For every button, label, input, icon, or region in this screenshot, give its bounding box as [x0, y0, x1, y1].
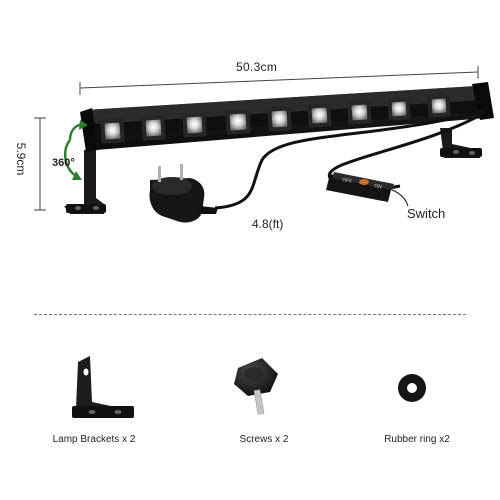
left-mount-bracket [64, 150, 106, 214]
inline-switch: OFF ON [326, 172, 409, 207]
led-array [100, 94, 451, 144]
switch-off-mark: OFF [342, 177, 353, 185]
lamp-bracket-icon [72, 356, 134, 418]
cable-length-label: 4.8(ft) [252, 217, 284, 231]
accessory-label-rubber-ring: Rubber ring x2 [384, 434, 450, 445]
rotation-label: 360° [52, 157, 75, 169]
accessory-label-screws: Screws x 2 [239, 434, 289, 445]
screw-icon [234, 358, 278, 415]
length-label: 50.3cm [236, 60, 278, 74]
rubber-ring-icon [398, 374, 426, 402]
rotation-arrow-icon [63, 120, 88, 180]
height-dimension-line [34, 117, 46, 211]
section-divider [34, 314, 466, 315]
right-mount-bracket [440, 128, 482, 158]
led-bar-light [80, 82, 494, 152]
accessory-label-lamp-brackets: Lamp Brackets x 2 [52, 434, 136, 445]
switch-on-mark: ON [374, 183, 383, 190]
length-dimension-line [79, 66, 479, 95]
power-plug-icon [149, 164, 218, 223]
switch-label: Switch [407, 206, 446, 221]
height-label: 5.9cm [14, 142, 28, 176]
